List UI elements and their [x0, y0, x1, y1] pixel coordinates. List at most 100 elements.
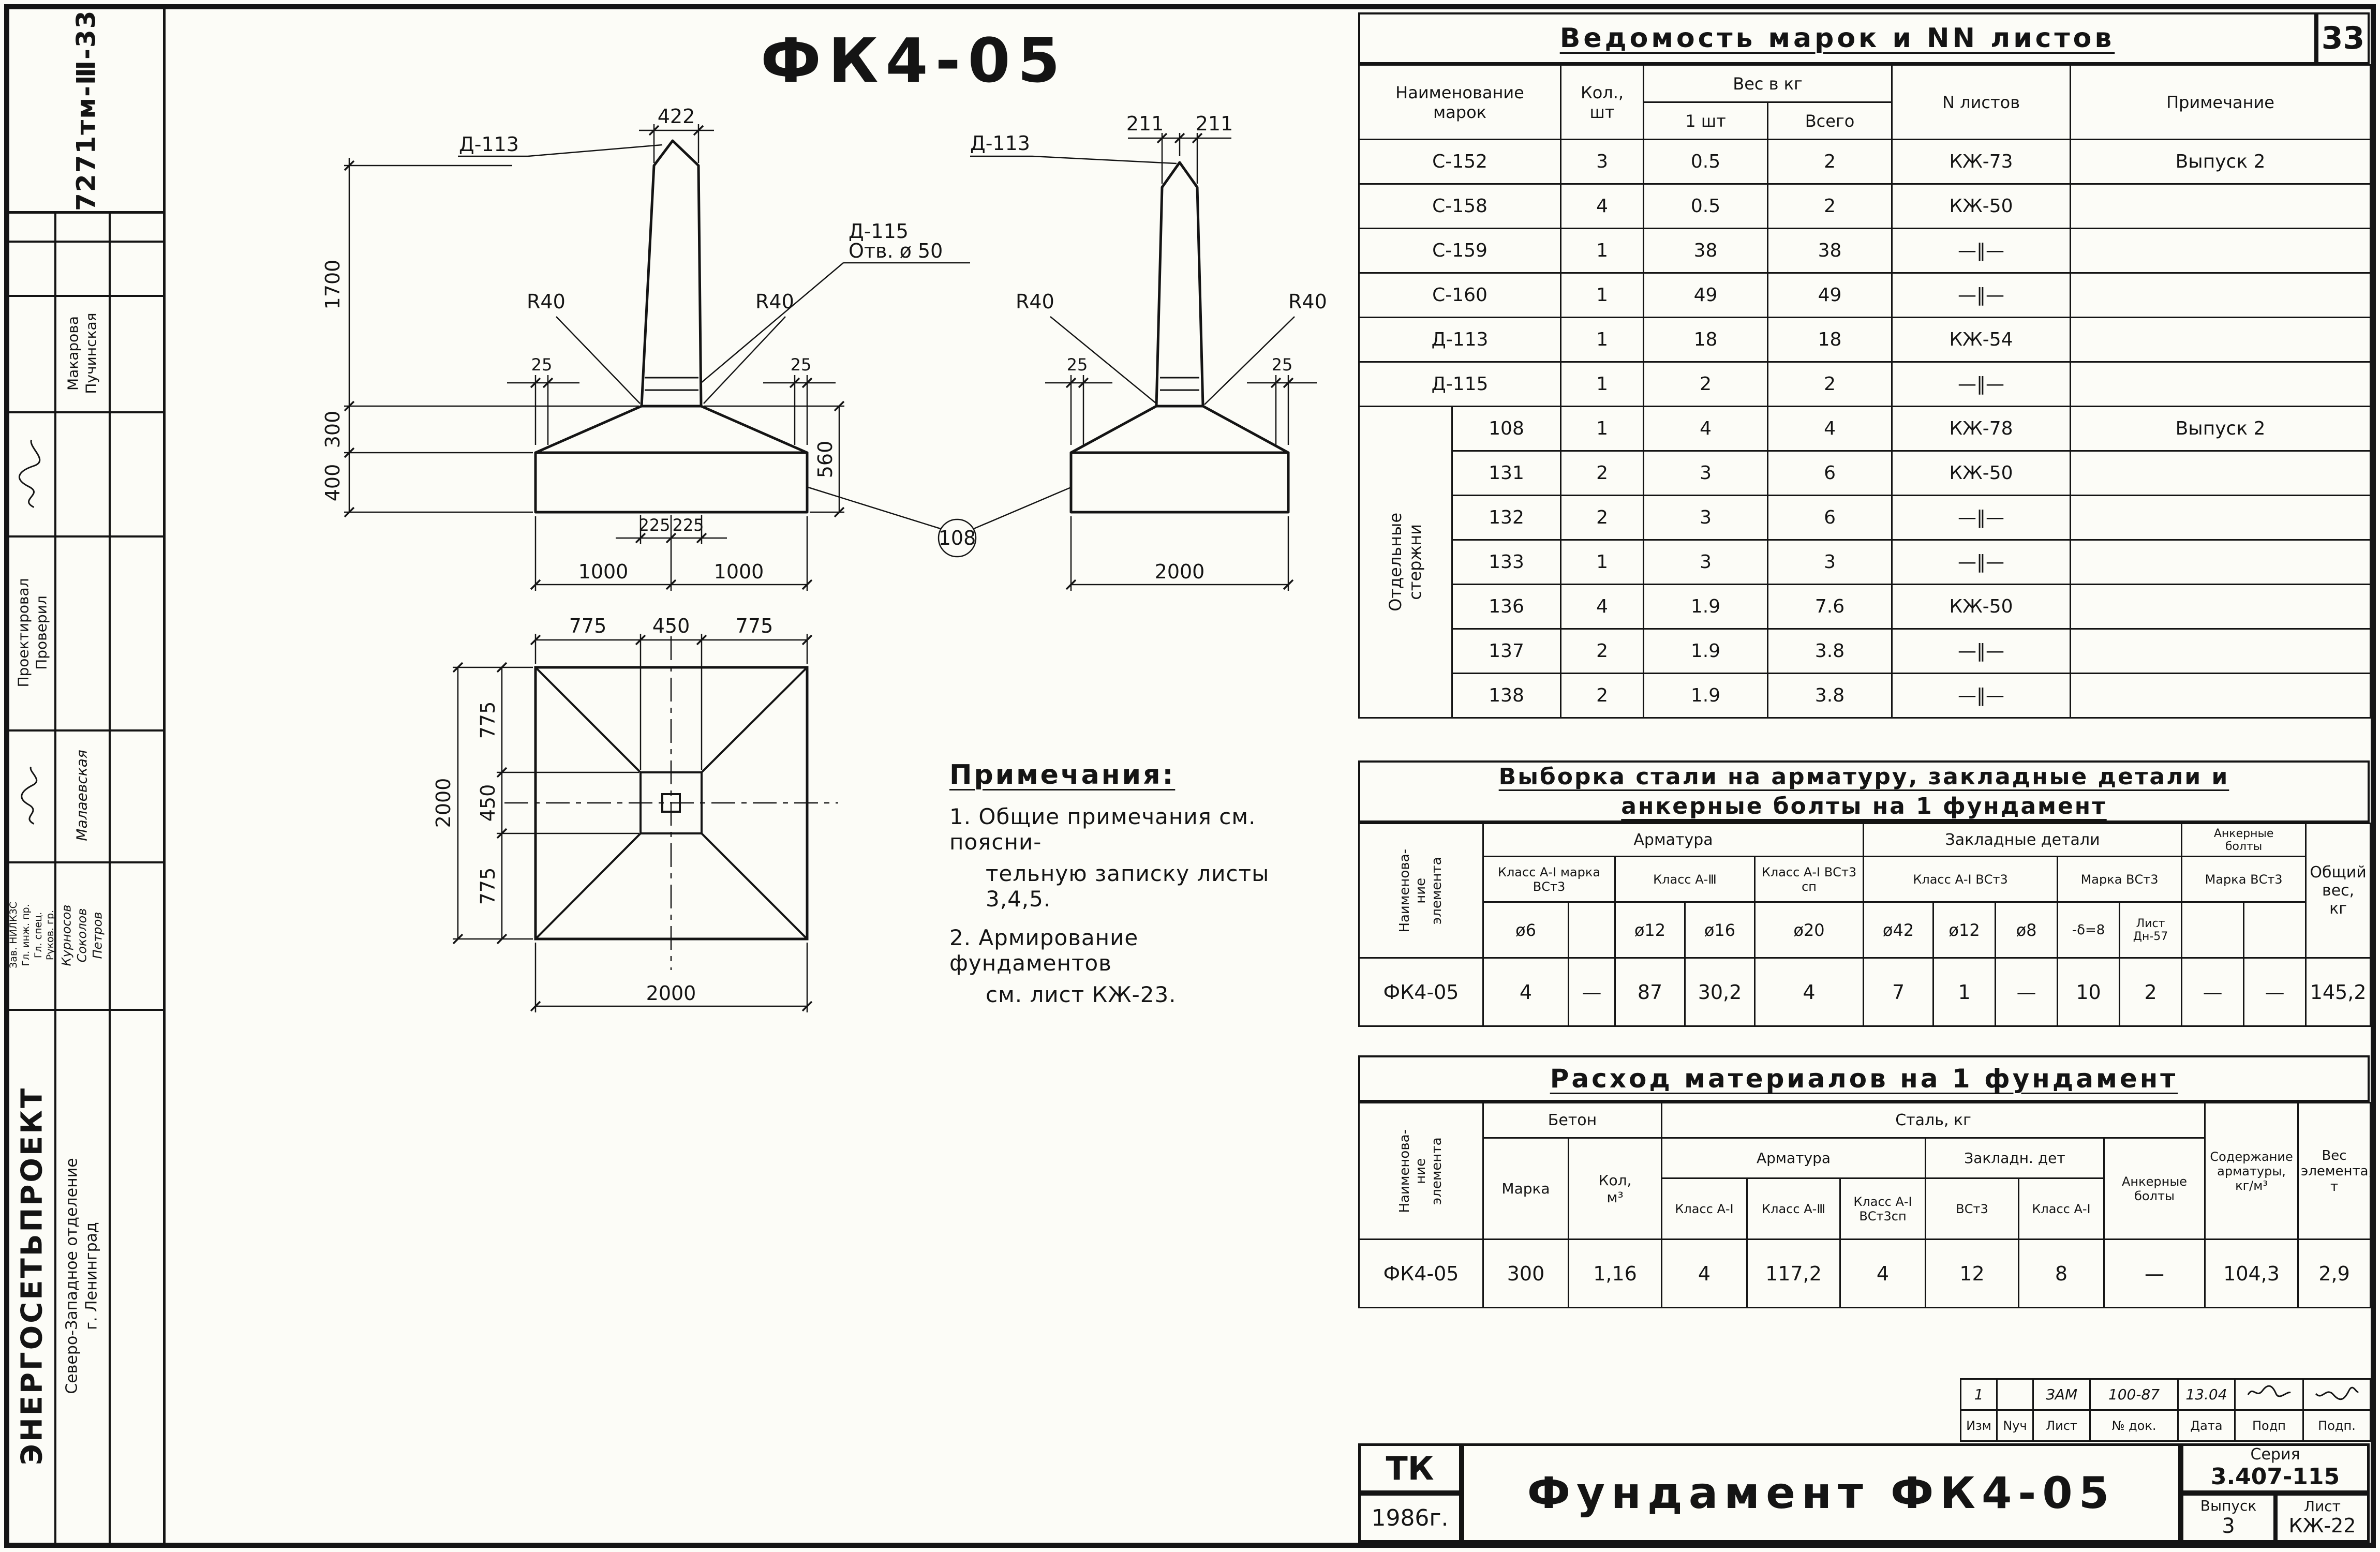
mark-label: Д-113 — [459, 133, 519, 156]
stamp-role: Проверил — [33, 595, 50, 670]
dim-label: 300 — [321, 411, 344, 449]
dim-label: 450 — [652, 615, 690, 637]
hole-marks — [1160, 377, 1199, 391]
sheet-border — [4, 4, 2376, 1548]
note-line: 2. Армирование фундаментов — [949, 925, 1139, 976]
base-slab — [534, 451, 809, 514]
stamp-name: Пучинская — [82, 312, 100, 394]
vypusk-label: Выпуск — [2200, 1497, 2257, 1514]
stamp-names: Курносов Соколов Петров — [55, 862, 109, 1008]
dim-label: 25 — [531, 355, 553, 375]
mark-label: Д-115 — [849, 220, 909, 243]
stamp-role: Зав. НИЛКЗС — [8, 902, 20, 968]
dim-label: 25 — [1067, 355, 1088, 375]
dim-label: 775 — [477, 702, 499, 739]
dim-label: 211 — [1196, 112, 1233, 135]
dim-label: 25 — [791, 355, 812, 375]
dim-label: 775 — [477, 868, 499, 905]
notes-heading: Примечания: — [949, 759, 1176, 790]
vypusk-value: 3 — [2222, 1514, 2235, 1539]
plan-view — [504, 636, 838, 970]
signature-scribble — [18, 439, 40, 508]
signature-scribble — [20, 766, 37, 825]
stamp-name: Малаевская — [73, 750, 91, 841]
dim-label: 2000 — [646, 982, 696, 1005]
org-city: г. Ленинград — [82, 1221, 101, 1330]
haunch-outline — [534, 405, 809, 454]
dim-label: 2000 — [432, 778, 455, 828]
note-line: см. лист КЖ-23. — [986, 982, 1177, 1007]
tk-year: 1986г. — [1358, 1493, 1462, 1543]
note-line: 1. Общие примечания см. поясни- — [949, 804, 1256, 855]
dim-label: 775 — [569, 615, 607, 637]
revision-values-row: 1 ЗАМ 100-87 13.04 — [1960, 1378, 2371, 1411]
steel-table-title: Выборка стали на арматуру, закладные дет… — [1358, 760, 2370, 823]
dim-label: 211 — [1126, 112, 1164, 135]
signature-cell — [2234, 1378, 2304, 1411]
radius-label: R40 — [755, 290, 794, 313]
dimension-ticks — [344, 125, 1294, 1012]
position-balloon — [938, 518, 977, 558]
org-cell: ЭНЕРГОСЕТЬПРОЕКТ — [10, 1010, 54, 1542]
dim-label: 2000 — [1155, 560, 1205, 583]
hole-marks — [645, 377, 698, 391]
vypusk-box: Выпуск 3 — [2181, 1493, 2276, 1543]
stamp-role: Проектировал — [14, 577, 32, 688]
doc-code: 7271тм-Ⅲ-33 — [71, 9, 101, 211]
marks-table-title: Ведомость марок и NN листов — [1358, 12, 2316, 64]
radius-label: R40 — [527, 290, 566, 313]
note-line: тельную записку листы 3,4,5. — [986, 861, 1270, 912]
divider — [109, 211, 111, 1543]
org-name: ЭНЕРГОСЕТЬПРОЕКТ — [15, 1086, 49, 1466]
notes: Примечания: 1. Общие примечания см. пояс… — [949, 759, 1301, 1007]
centerlines — [504, 636, 838, 970]
signature-cell — [10, 730, 54, 860]
stamp-name: Петров — [90, 912, 105, 959]
list-value: КЖ-22 — [2288, 1514, 2356, 1538]
stamp-roles-top: Проектировал Проверил — [10, 536, 54, 728]
divider — [54, 211, 56, 1543]
divider — [9, 411, 163, 413]
signature-cell — [2302, 1378, 2371, 1411]
extension-lines — [344, 124, 1289, 1012]
org-branch-cell: Северо-Западное отделение г. Ленинград — [55, 1010, 109, 1542]
divider — [9, 535, 163, 538]
stamp-name-mid-cell: Малаевская — [55, 730, 109, 860]
leader-lines — [458, 144, 1295, 530]
divider — [163, 9, 166, 1543]
org-branch: Северо-Западное отделение — [63, 1157, 82, 1394]
divider — [9, 861, 163, 863]
doc-code-cell: 7271тм-Ⅲ-33 — [9, 9, 163, 211]
column-outline — [640, 139, 703, 408]
radius-label: R40 — [1288, 290, 1327, 313]
base-slab — [1069, 451, 1290, 514]
materials-header-row3: Класс А-I Класс А-Ⅲ Класс А-I ВСт3сп ВСт… — [1359, 1177, 2371, 1240]
signature-cell — [10, 412, 54, 534]
stamp-role: Гл. спец. — [32, 912, 44, 959]
divider — [9, 211, 163, 214]
materials-header-row2: Марка Кол,м³ Арматура Закладн. дет Анкер… — [1359, 1137, 2371, 1240]
stamp-name: Соколов — [75, 908, 90, 962]
stamp-role: Гл. инж. пр. — [20, 904, 32, 966]
signature-scribble — [2247, 1385, 2291, 1397]
titleblock-title: Фундамент ФК4-05 — [1462, 1443, 2181, 1543]
stamp-name: Курносов — [59, 904, 74, 966]
signature-scribble — [2315, 1386, 2359, 1400]
dim-label: 225 — [638, 515, 670, 535]
